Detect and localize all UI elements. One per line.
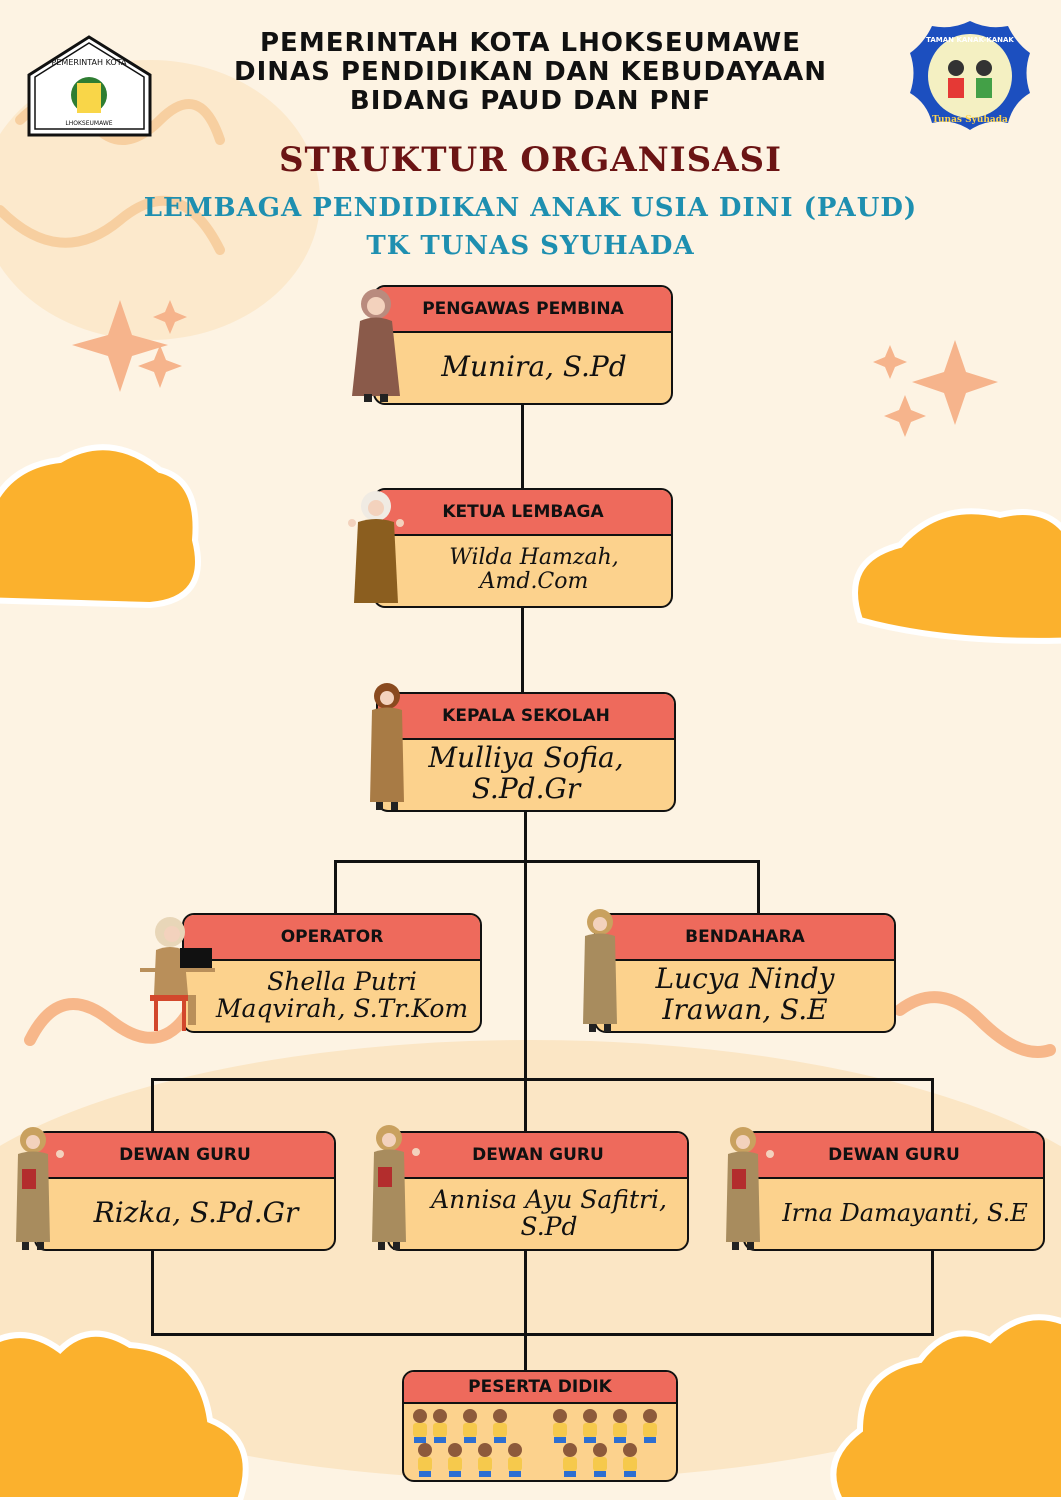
person-name: Wilda Hamzah, Amd.Com	[449, 544, 619, 594]
teacher-illustration	[726, 1127, 774, 1250]
subtitle-2: TK TUNAS SYUHADA	[366, 231, 695, 261]
dewan-guru-card-1: DEWAN GURU Rizka, S.Pd.Gr	[34, 1131, 336, 1251]
person-illustration	[352, 289, 400, 402]
connector-line	[151, 1078, 154, 1132]
ketua-lembaga-card: KETUA LEMBAGA Wilda Hamzah, Amd.Com	[373, 488, 673, 608]
teacher-illustration	[372, 1125, 420, 1250]
role-label: KETUA LEMBAGA	[375, 490, 671, 536]
connector-line	[931, 1250, 934, 1336]
role-label: PENGAWAS PEMBINA	[375, 287, 671, 333]
connector-line	[334, 860, 760, 863]
city-emblem-logo: PEMERINTAH KOTA LHOKSEUMAWE	[27, 35, 152, 137]
role-label: OPERATOR	[184, 915, 480, 961]
person-name: Munira, S.Pd	[441, 349, 627, 383]
person-at-laptop-illustration	[140, 917, 215, 1031]
svg-text:Tunas Syuhada: Tunas Syuhada	[932, 115, 1008, 125]
bendahara-card: BENDAHARA Lucya Nindy Irawan, S.E	[594, 913, 896, 1033]
role-label: PESERTA DIDIK	[404, 1372, 676, 1404]
school-logo: TAMAN KANAK-KANAK Tunas Syuhada	[910, 21, 1030, 130]
person-name: Shella Putri Maqvirah, S.Tr.Kom	[215, 966, 469, 1023]
role-label: DEWAN GURU	[36, 1133, 334, 1179]
header-line-3: BIDANG PAUD DAN PNF	[349, 86, 712, 116]
connector-line	[151, 1250, 154, 1336]
teacher-illustration	[16, 1127, 64, 1250]
person-illustration	[583, 909, 617, 1032]
connector-line	[524, 1333, 527, 1371]
connector-line	[151, 1078, 934, 1081]
person-name: Annisa Ayu Safitri, S.Pd	[431, 1184, 667, 1241]
svg-text:LHOKSEUMAWE: LHOKSEUMAWE	[65, 120, 112, 127]
students-illustration	[413, 1409, 657, 1477]
person-illustration	[348, 491, 404, 603]
role-label: DEWAN GURU	[389, 1133, 687, 1179]
person-name: Rizka, S.Pd.Gr	[93, 1195, 299, 1229]
role-label: BENDAHARA	[596, 915, 894, 961]
connector-line	[524, 810, 527, 1338]
connector-line	[931, 1078, 934, 1132]
kepala-sekolah-card: KEPALA SEKOLAH Mulliya Sofia, S.Pd.Gr	[376, 692, 676, 812]
header-line-2: DINAS PENDIDIKAN DAN KEBUDAYAAN	[234, 57, 827, 87]
role-label: DEWAN GURU	[745, 1133, 1043, 1179]
connector-line	[757, 860, 760, 915]
pengawas-pembina-card: PENGAWAS PEMBINA Munira, S.Pd	[373, 285, 673, 405]
person-name: Lucya Nindy Irawan, S.E	[655, 962, 835, 1026]
person-name: Irna Damayanti, S.E	[782, 1198, 1028, 1227]
subtitle-1: LEMBAGA PENDIDIKAN ANAK USIA DINI (PAUD)	[143, 193, 918, 223]
svg-text:TAMAN KANAK-KANAK: TAMAN KANAK-KANAK	[926, 36, 1014, 44]
connector-line	[151, 1333, 934, 1336]
page-title: STRUKTUR ORGANISASI	[278, 140, 783, 180]
person-name: Mulliya Sofia, S.Pd.Gr	[428, 741, 624, 805]
person-illustration	[370, 683, 404, 810]
operator-card: OPERATOR Shella Putri Maqvirah, S.Tr.Kom	[182, 913, 482, 1033]
connector-line	[521, 606, 524, 694]
peserta-didik-card: PESERTA DIDIK	[402, 1370, 678, 1482]
dewan-guru-card-2: DEWAN GURU Annisa Ayu Safitri, S.Pd	[387, 1131, 689, 1251]
svg-text:PEMERINTAH KOTA: PEMERINTAH KOTA	[52, 58, 127, 67]
connector-line	[521, 404, 524, 490]
header-line-1: PEMERINTAH KOTA LHOKSEUMAWE	[260, 28, 801, 58]
dewan-guru-card-3: DEWAN GURU Irna Damayanti, S.E	[743, 1131, 1045, 1251]
connector-line	[334, 860, 337, 915]
role-label: KEPALA SEKOLAH	[378, 694, 674, 740]
